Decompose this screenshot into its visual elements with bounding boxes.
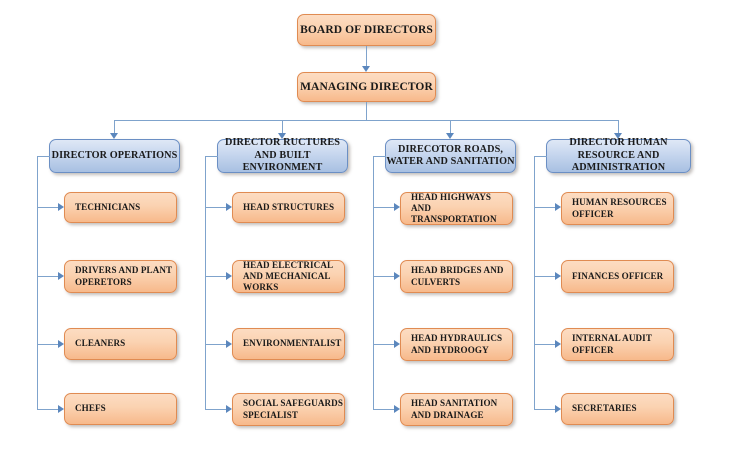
node-label: DIRECOTOR ROADS, WATER AND SANITATION — [386, 143, 515, 167]
connector-branch-2-3 — [205, 344, 227, 345]
node-leaf-2-2[interactable]: HEAD ELECTRICAL AND MECHANICAL WORKS — [232, 260, 345, 293]
arrow-into-leaf-3-3 — [394, 340, 400, 348]
node-leaf-4-3[interactable]: INTERNAL AUDIT OFFICER — [561, 328, 674, 361]
connector-trunk-column-1 — [37, 156, 38, 409]
connector-trunk-column-2 — [205, 156, 206, 409]
node-leaf-4-2[interactable]: FINANCES OFFICER — [561, 260, 674, 293]
node-label: BOARD OF DIRECTORS — [300, 23, 433, 36]
connector-branch-2-2 — [205, 276, 227, 277]
node-director-4[interactable]: DIRECTOR HUMAN RESOURCE AND ADMINISTRATI… — [546, 137, 691, 174]
connector-branch-3-1 — [373, 207, 395, 208]
connector-branch-1-3 — [37, 344, 59, 345]
arrow-into-director-3 — [446, 133, 454, 139]
arrow-into-leaf-4-2 — [555, 272, 561, 280]
arrow-into-director-4 — [614, 133, 622, 139]
node-leaf-2-3[interactable]: ENVIRONMENTALIST — [232, 328, 345, 360]
node-leaf-2-4[interactable]: SOCIAL SAFEGUARDS SPECIALIST — [232, 393, 345, 426]
arrow-into-director-2 — [278, 133, 286, 139]
connector-managing-to-bus — [366, 102, 367, 120]
node-label: DIRECTOR RUCTURES AND BUILT ENVIRONMENT — [224, 137, 340, 174]
node-label: HEAD BRIDGES AND CULVERTS — [411, 265, 504, 287]
node-label: CLEANERS — [75, 338, 126, 349]
arrow-into-leaf-4-3 — [555, 340, 561, 348]
node-label: HEAD STRUCTURES — [243, 201, 335, 212]
connector-branch-3-3 — [373, 344, 395, 345]
node-leaf-1-3[interactable]: CLEANERS — [64, 328, 177, 360]
connector-branch-1-2 — [37, 276, 59, 277]
arrow-into-leaf-2-1 — [226, 203, 232, 211]
node-director-3[interactable]: DIRECOTOR ROADS, WATER AND SANITATION — [385, 139, 516, 173]
node-label: FINANCES OFFICER — [572, 270, 664, 281]
node-leaf-3-2[interactable]: HEAD BRIDGES AND CULVERTS — [400, 260, 513, 293]
arrow-into-leaf-3-2 — [394, 272, 400, 280]
node-managing-director[interactable]: MANAGING DIRECTOR — [297, 72, 436, 102]
node-label: SOCIAL SAFEGUARDS SPECIALIST — [243, 398, 343, 420]
node-leaf-4-1[interactable]: HUMAN RESOURCES OFFICER — [561, 192, 674, 225]
connector-branch-4-2 — [534, 276, 556, 277]
connector-drop-director-4 — [618, 120, 619, 135]
connector-trunk-column-4 — [534, 156, 535, 409]
arrow-into-leaf-2-4 — [226, 405, 232, 413]
node-label: HEAD SANITATION AND DRAINAGE — [411, 398, 498, 420]
node-label: INTERNAL AUDIT OFFICER — [572, 333, 652, 355]
node-label: HEAD ELECTRICAL AND MECHANICAL WORKS — [243, 259, 333, 293]
node-director-1[interactable]: DIRECTOR OPERATIONS — [49, 139, 180, 173]
node-label: CHEFS — [75, 403, 106, 414]
node-label: ENVIRONMENTALIST — [243, 338, 342, 349]
node-leaf-3-4[interactable]: HEAD SANITATION AND DRAINAGE — [400, 393, 513, 426]
arrow-into-managing-director — [362, 66, 370, 72]
connector-drop-director-1 — [114, 120, 115, 135]
node-leaf-1-2[interactable]: DRIVERS AND PLANT OPERETORS — [64, 260, 177, 293]
connector-drop-director-2 — [282, 120, 283, 135]
node-leaf-3-3[interactable]: HEAD HYDRAULICS AND HYDROOGY — [400, 328, 513, 361]
node-leaf-3-1[interactable]: HEAD HIGHWAYS AND TRANSPORTATION — [400, 192, 513, 225]
node-leaf-1-1[interactable]: TECHNICIANS — [64, 192, 177, 223]
arrow-into-leaf-1-2 — [58, 272, 64, 280]
node-director-2[interactable]: DIRECTOR RUCTURES AND BUILT ENVIRONMENT — [217, 137, 348, 174]
connector-board-to-managing — [366, 46, 367, 67]
node-label: SECRETARIES — [572, 403, 637, 414]
arrow-into-leaf-4-4 — [555, 405, 561, 413]
node-leaf-4-4[interactable]: SECRETARIES — [561, 393, 674, 425]
connector-trunk-stub-column-2 — [205, 156, 218, 157]
connector-branch-3-2 — [373, 276, 395, 277]
node-label: HUMAN RESOURCES OFFICER — [572, 197, 667, 219]
arrow-into-leaf-1-4 — [58, 405, 64, 413]
connector-branch-2-4 — [205, 409, 227, 410]
connector-trunk-stub-column-3 — [373, 156, 386, 157]
connector-branch-3-4 — [373, 409, 395, 410]
connector-trunk-stub-column-4 — [534, 156, 547, 157]
arrow-into-leaf-1-1 — [58, 203, 64, 211]
connector-branch-4-3 — [534, 344, 556, 345]
node-label: TECHNICIANS — [75, 201, 141, 212]
node-label: DRIVERS AND PLANT OPERETORS — [75, 265, 173, 287]
arrow-into-leaf-3-1 — [394, 203, 400, 211]
connector-branch-1-4 — [37, 409, 59, 410]
node-label: DIRECTOR OPERATIONS — [51, 149, 178, 161]
node-leaf-1-4[interactable]: CHEFS — [64, 393, 177, 425]
node-label: HEAD HIGHWAYS AND TRANSPORTATION — [411, 191, 497, 225]
node-leaf-2-1[interactable]: HEAD STRUCTURES — [232, 192, 345, 223]
node-label: HEAD HYDRAULICS AND HYDROOGY — [411, 333, 503, 355]
node-label: MANAGING DIRECTOR — [300, 80, 433, 93]
connector-branch-2-1 — [205, 207, 227, 208]
node-label: DIRECTOR HUMAN RESOURCE AND ADMINISTRATI… — [569, 137, 668, 174]
connector-director-bus — [114, 120, 618, 121]
connector-trunk-column-3 — [373, 156, 374, 409]
connector-branch-4-1 — [534, 207, 556, 208]
connector-trunk-stub-column-1 — [37, 156, 50, 157]
arrow-into-director-1 — [110, 133, 118, 139]
connector-branch-4-4 — [534, 409, 556, 410]
arrow-into-leaf-2-2 — [226, 272, 232, 280]
arrow-into-leaf-2-3 — [226, 340, 232, 348]
arrow-into-leaf-1-3 — [58, 340, 64, 348]
arrow-into-leaf-4-1 — [555, 203, 561, 211]
arrow-into-leaf-3-4 — [394, 405, 400, 413]
connector-branch-1-1 — [37, 207, 59, 208]
node-board-of-directors[interactable]: BOARD OF DIRECTORS — [297, 14, 436, 46]
connector-drop-director-3 — [450, 120, 451, 135]
